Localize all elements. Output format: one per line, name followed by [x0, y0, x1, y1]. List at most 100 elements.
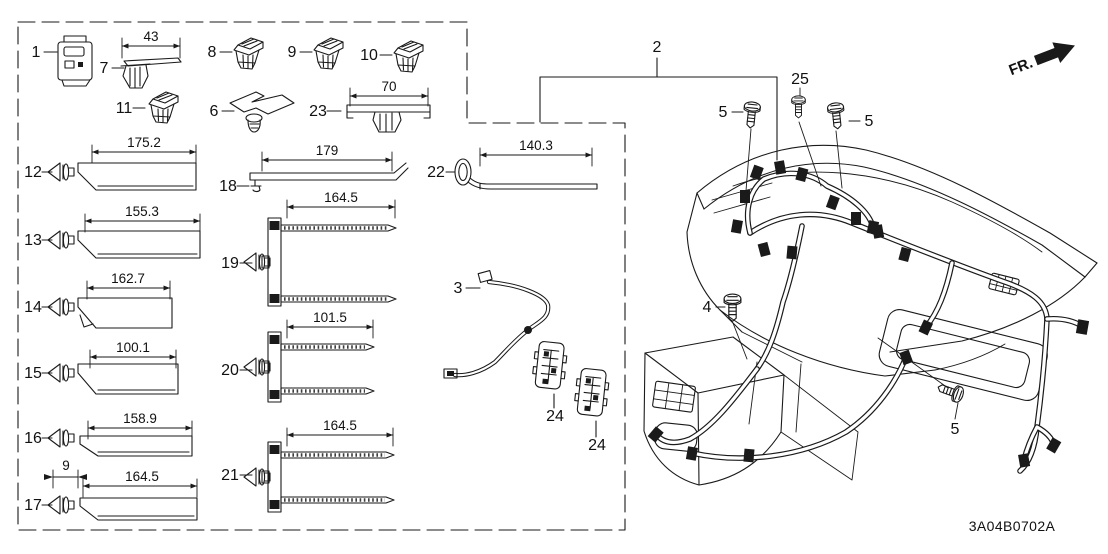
dimension-part12: 175.2 — [91, 135, 197, 164]
part-5-top-right-label: 5 — [865, 113, 874, 130]
diagram-code: 3A04B0702A — [969, 518, 1056, 534]
part-17: 17 9 164.5 — [24, 458, 198, 521]
dimension-part19-value: 164.5 — [324, 190, 358, 205]
part-3: 3 — [443, 270, 551, 379]
dimension-part17-value: 164.5 — [125, 469, 159, 484]
part-24-right: 24 — [572, 367, 611, 454]
dimension-part13-value: 155.3 — [125, 204, 159, 219]
part-21: 21 164.5 — [221, 418, 395, 513]
connector-icon — [530, 340, 569, 391]
bracket-strip — [77, 230, 201, 259]
part-25-label: 25 — [791, 71, 809, 88]
part-15: 15 100.1 — [24, 340, 179, 395]
connector-clip-icon — [57, 35, 93, 87]
dimension-part20: 101.5 — [286, 310, 374, 339]
part-25: 25 — [791, 71, 822, 187]
part-23: 23 70 — [309, 79, 431, 133]
dimension-part14-value: 162.7 — [111, 271, 145, 286]
rod-bracket-icon — [249, 162, 409, 193]
dimension-part18: 179 — [261, 143, 393, 172]
dimension-part13: 155.3 — [84, 204, 201, 233]
part-24-right-label: 24 — [588, 437, 606, 454]
tree-clip-icon — [393, 40, 424, 73]
part-9-label: 9 — [288, 44, 297, 61]
dimension-part23: 70 — [349, 79, 429, 107]
tree-clip-icon — [233, 37, 264, 70]
part-4-label: 4 — [703, 299, 712, 316]
dimension-part19: 164.5 — [286, 190, 396, 219]
bracket-strip — [79, 497, 198, 521]
dimension-part21: 164.5 — [286, 418, 394, 447]
part-1: 1 — [32, 35, 93, 87]
part-5-top-right: 5 — [826, 101, 874, 189]
part-20-label: 20 — [221, 362, 239, 379]
part-13: 13 155.3 — [24, 204, 201, 259]
parts-box-border — [17, 21, 626, 531]
dimension-part18-value: 179 — [316, 143, 339, 158]
part-19: 19 164.5 — [221, 190, 397, 307]
part-5-lower: 5 — [877, 337, 966, 438]
cable-tie-bracket-icon — [243, 441, 395, 513]
part-6-label: 6 — [210, 103, 219, 120]
bracket-strip — [77, 162, 197, 191]
sub-cord-icon — [443, 270, 551, 379]
part-24-left-label: 24 — [546, 408, 564, 425]
part-16: 16 158.9 — [24, 411, 193, 457]
dimension-part15-value: 100.1 — [116, 340, 150, 355]
fr-arrow-icon — [1033, 42, 1075, 66]
dimension-part17: 164.5 — [82, 469, 198, 498]
part-11-label: 11 — [116, 100, 133, 117]
part-10: 10 — [360, 40, 424, 73]
part-4: 4 — [703, 293, 748, 360]
dimension-part21-value: 164.5 — [323, 418, 357, 433]
part-16-label: 16 — [24, 430, 42, 447]
flat-bracket-clip-icon — [229, 91, 295, 133]
part-24-left: 24 — [530, 340, 569, 425]
part-20: 20 101.5 — [221, 310, 375, 403]
part-14: 14 162.7 — [24, 271, 173, 329]
part-18-label: 18 — [219, 178, 237, 195]
dimension-part16: 158.9 — [87, 411, 193, 440]
tree-clip-icon — [148, 91, 179, 124]
harness-connectors — [647, 160, 1090, 468]
bolt-icon — [934, 379, 966, 405]
fr-label: FR. — [1007, 55, 1036, 80]
part-12-label: 12 — [24, 164, 42, 181]
strip-clip-icon — [120, 57, 182, 89]
part-8-label: 8 — [208, 44, 217, 61]
dimension-part15: 100.1 — [89, 340, 177, 369]
dimension-part14: 162.7 — [86, 271, 171, 300]
dimension-part16-value: 158.9 — [123, 411, 157, 426]
part-1-label: 1 — [32, 44, 41, 61]
part-17-label: 17 — [24, 497, 42, 514]
part-8: 8 — [208, 37, 264, 70]
part-7: 7 43 — [100, 29, 182, 89]
dimension-part20-value: 101.5 — [313, 310, 347, 325]
part-15-label: 15 — [24, 365, 42, 382]
bracket-strip — [79, 435, 193, 457]
part-23-label: 23 — [309, 103, 327, 120]
cable-tie-bracket-icon — [243, 331, 375, 403]
part-22: 22 140.3 — [427, 138, 598, 190]
tree-clip-icon — [313, 37, 344, 70]
part-5-lower-label: 5 — [951, 421, 960, 438]
bracket-strip — [77, 297, 173, 329]
dimension-part22: 140.3 — [479, 138, 593, 167]
cable-tie-bracket-icon — [243, 217, 397, 307]
bolt-icon — [826, 101, 847, 131]
dimension-part17-offset-value: 9 — [62, 458, 70, 473]
part-5-top-left: 5 — [719, 100, 762, 204]
dimension-part22-value: 140.3 — [519, 138, 553, 153]
part-2-label: 2 — [653, 39, 662, 56]
loop-bracket-icon — [454, 158, 598, 190]
dimension-part23-value: 70 — [381, 79, 396, 94]
part-14-label: 14 — [24, 299, 42, 316]
main-wire-harness-illustration — [647, 160, 1090, 474]
part-13-label: 13 — [24, 232, 42, 249]
dimension-part7: 43 — [121, 29, 181, 59]
part-10-label: 10 — [360, 47, 378, 64]
fr-direction-indicator: FR. — [1007, 42, 1075, 80]
bolt-icon — [791, 95, 806, 119]
part-19-label: 19 — [221, 255, 239, 272]
